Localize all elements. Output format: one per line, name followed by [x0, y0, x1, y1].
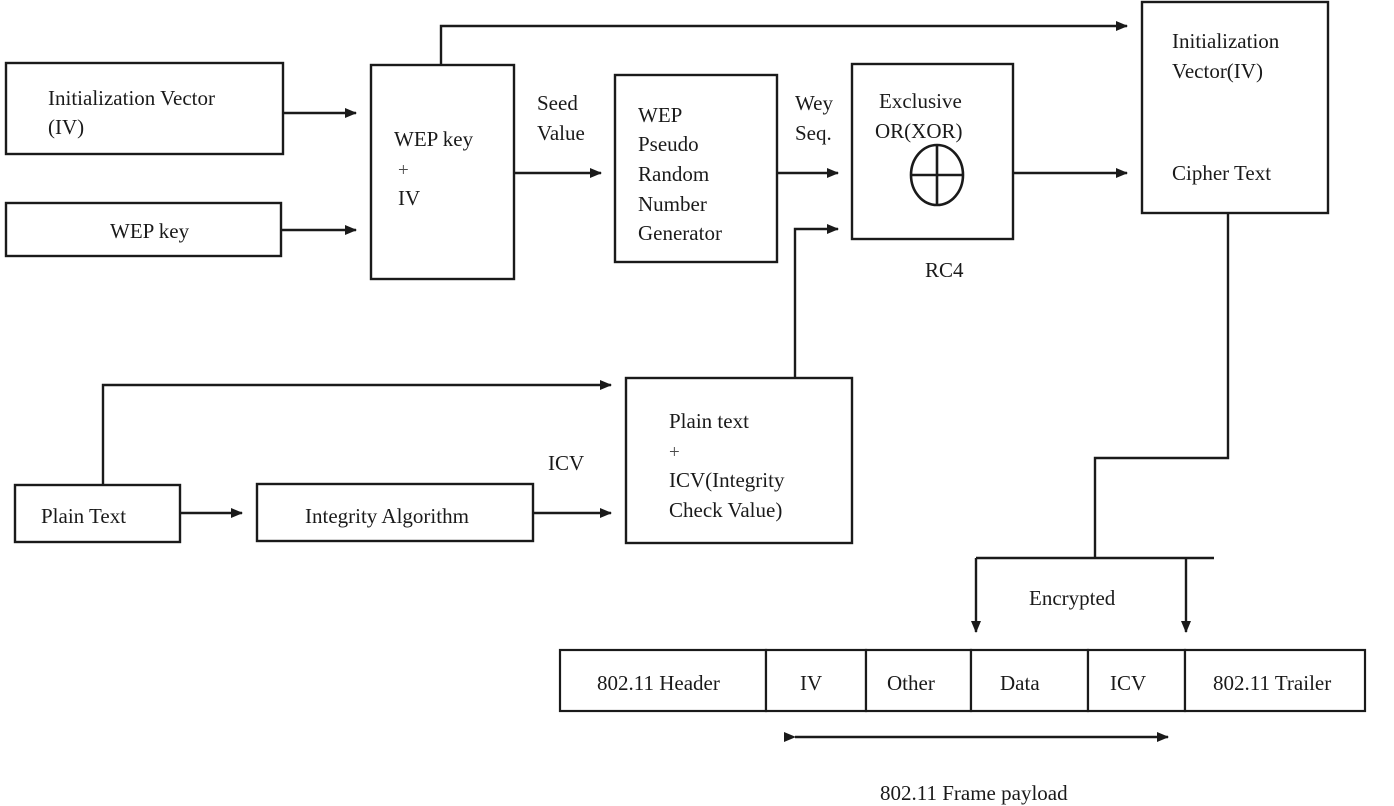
key-seq-line1: Wey — [795, 91, 833, 115]
plain-text-input-label: Plain Text — [41, 504, 126, 528]
seed-value-line2: Value — [537, 121, 585, 145]
frame-cell-1[interactable] — [764, 648, 868, 713]
frame-cell-2-label: Other — [887, 671, 935, 695]
box-plain-text-plus-icv[interactable]: Plain text + ICV(Integrity Check Value) — [624, 376, 854, 545]
frame-cell-0-label: 802.11 Header — [597, 671, 720, 695]
cipher-output-line1: Initialization — [1172, 29, 1280, 53]
pticv-line4: Check Value) — [669, 498, 782, 522]
xor-line1: Exclusive — [879, 89, 962, 113]
label-frame-payload: 802.11 Frame payload — [880, 781, 1068, 805]
box-cipher-output[interactable]: Initialization Vector(IV) Cipher Text — [1140, 0, 1330, 215]
pticv-line1: Plain text — [669, 409, 749, 433]
integrity-algorithm-label: Integrity Algorithm — [305, 504, 469, 528]
rc4-label: RC4 — [925, 258, 964, 282]
xor-line2: OR(XOR) — [875, 119, 963, 143]
iv-input-line1: Initialization Vector — [48, 86, 215, 110]
iv-input-line2: (IV) — [48, 115, 84, 139]
frame-cell-0[interactable] — [558, 648, 768, 713]
label-rc4: RC4 — [925, 258, 964, 282]
frame-cell-1-label: IV — [800, 671, 822, 695]
frame-cell-5[interactable] — [1183, 648, 1367, 713]
wep-key-input-label: WEP key — [110, 219, 190, 243]
frame-802-11: 802.11 Header IV Other Data ICV 802.11 T… — [558, 648, 1367, 713]
prng-line3: Random — [638, 162, 709, 186]
box-wep-key-input[interactable]: WEP key — [4, 201, 283, 258]
frame-cell-3[interactable] — [969, 648, 1090, 713]
key-seq-line2: Seq. — [795, 121, 832, 145]
encrypted-label: Encrypted — [1029, 586, 1116, 610]
label-icv: ICV — [548, 451, 584, 475]
pticv-line2: + — [669, 442, 680, 463]
frame-cell-5-label: 802.11 Trailer — [1213, 671, 1331, 695]
frame-cell-4-label: ICV — [1110, 671, 1146, 695]
box-plain-text-input[interactable]: Plain Text — [13, 483, 182, 544]
cipher-output-line2: Vector(IV) — [1172, 59, 1263, 83]
prng-line4: Number — [638, 192, 707, 216]
wep-key-plus-iv-line2: + — [398, 160, 409, 181]
pticv-line3: ICV(Integrity — [669, 468, 785, 492]
cipher-output-line3: Cipher Text — [1172, 161, 1271, 185]
label-seed-value: Seed Value — [537, 91, 585, 145]
xor-circle-plus-icon — [909, 143, 965, 207]
edge-cipher-to-frame — [971, 213, 1230, 633]
box-integrity-algorithm[interactable]: Integrity Algorithm — [255, 482, 535, 543]
prng-line1: WEP — [638, 103, 682, 127]
icv-label: ICV — [548, 451, 584, 475]
box-exclusive-or[interactable]: Exclusive OR(XOR) — [850, 62, 1015, 241]
label-key-sequence: Wey Seq. — [795, 91, 833, 145]
box-initialization-vector-input[interactable]: Initialization Vector (IV) — [4, 61, 285, 156]
frame-payload-label: 802.11 Frame payload — [880, 781, 1068, 805]
frame-cell-3-label: Data — [1000, 671, 1040, 695]
edge-pticv-to-xor — [793, 224, 839, 378]
prng-line5: Generator — [638, 221, 722, 245]
box-wep-prng[interactable]: WEP Pseudo Random Number Generator — [613, 73, 779, 264]
box-wep-key-plus-iv[interactable]: WEP key + IV — [369, 63, 516, 281]
seed-value-line1: Seed — [537, 91, 578, 115]
edge-plaintext-to-pticv — [101, 380, 612, 485]
prng-line2: Pseudo — [638, 132, 699, 156]
edge-wepkeyiv-to-cipher-iv — [439, 21, 1128, 65]
wep-key-plus-iv-line3: IV — [398, 186, 420, 210]
wep-key-plus-iv-line1: WEP key — [394, 127, 474, 151]
label-encrypted: Encrypted — [1029, 586, 1116, 610]
